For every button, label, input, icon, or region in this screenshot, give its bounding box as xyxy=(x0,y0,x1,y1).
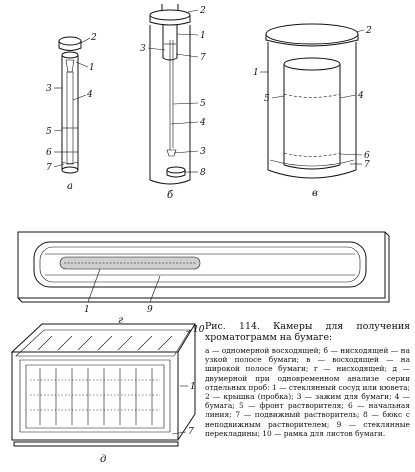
b-num-5: 4 xyxy=(199,118,206,128)
b-clamp xyxy=(166,149,177,157)
a-num-2: 3 xyxy=(46,84,52,94)
b-num-7: 8 xyxy=(200,168,206,178)
v-num-1: 1 xyxy=(253,68,259,78)
chamber-v: 2 1 5 4 6 7 в xyxy=(253,23,372,199)
g-glass-bars xyxy=(45,253,355,276)
b-letter: б xyxy=(167,190,174,201)
a-stopper-top xyxy=(58,36,82,46)
v-start-line xyxy=(283,152,341,157)
v-solvent-front xyxy=(283,93,341,98)
g-leaders xyxy=(87,268,161,303)
b-lid-side xyxy=(149,15,191,26)
a-leaders xyxy=(53,37,91,168)
a-num-1: 1 xyxy=(89,63,95,73)
v-jar xyxy=(267,42,357,170)
a-cylinder xyxy=(61,55,79,170)
caption-figure-number: Рис. 114. xyxy=(205,321,260,332)
d-paper-sheets xyxy=(30,335,173,425)
g-tray-edge xyxy=(17,231,390,303)
b-num-6: 3 xyxy=(200,147,206,157)
chamber-b: 2 1 3 7 5 4 3 8 б xyxy=(140,4,206,201)
figure-caption: Рис. 114. Камеры для получения хроматогр… xyxy=(205,321,410,438)
a-num-0: 2 xyxy=(90,33,97,43)
d-frame-inner xyxy=(25,364,165,429)
caption-body: а — одномерной восходящей; б — нисходяще… xyxy=(205,346,410,438)
chamber-g: 1 9 г xyxy=(17,231,390,326)
caption-title: Рис. 114. Камеры для получения хроматогр… xyxy=(205,321,410,343)
d-box-top xyxy=(10,323,196,353)
b-num-4: 5 xyxy=(200,99,206,109)
d-base xyxy=(13,441,179,447)
b-num-3: 7 xyxy=(200,53,206,63)
a-stopper xyxy=(58,41,82,51)
v-num-0: 2 xyxy=(365,26,372,36)
d-box-side xyxy=(177,324,196,441)
v-num-2: 5 xyxy=(264,94,270,104)
a-solvent-level xyxy=(61,161,79,164)
b-num-0: 2 xyxy=(199,6,206,16)
b-lid-pegs xyxy=(161,4,179,11)
a-paper-strip xyxy=(66,71,74,165)
b-leaders xyxy=(147,9,199,173)
d-box-front xyxy=(11,352,179,441)
a-cylinder-rim xyxy=(61,51,79,59)
b-lid xyxy=(149,9,191,21)
v-solvent-level xyxy=(269,159,355,167)
v-num-5: 7 xyxy=(364,160,370,170)
v-paper-cylinder xyxy=(283,64,341,165)
chamber-a: 2 1 3 4 5 6 7 а xyxy=(46,33,97,192)
d-frame-front xyxy=(19,359,171,433)
a-num-4: 5 xyxy=(46,127,52,137)
g-num-0: 1 xyxy=(84,305,90,315)
g-num-1: 9 xyxy=(147,305,153,315)
b-cylinder-base xyxy=(149,179,191,185)
a-num-5: 6 xyxy=(46,148,52,158)
d-num-0: 10 xyxy=(193,325,205,335)
v-num-3: 4 xyxy=(357,91,364,101)
g-tray-outer xyxy=(17,231,386,299)
v-paper-top xyxy=(283,57,341,71)
v-letter: в xyxy=(312,188,318,199)
d-num-2: 7 xyxy=(188,427,194,437)
v-jar-base xyxy=(267,169,357,179)
g-letter: г xyxy=(118,315,123,326)
b-num-1: 1 xyxy=(200,31,206,41)
a-num-3: 4 xyxy=(86,90,93,100)
a-cylinder-base xyxy=(61,166,79,174)
v-num-4: 6 xyxy=(364,151,370,161)
d-leaders xyxy=(171,329,193,435)
chamber-d: 10 1 7 д xyxy=(10,323,205,465)
b-cylinder xyxy=(149,25,191,180)
g-trough-outer xyxy=(33,241,367,288)
a-num-6: 7 xyxy=(46,163,52,173)
b-weighing-bottle xyxy=(166,166,186,174)
d-num-1: 1 xyxy=(190,382,196,392)
b-weighing-bottle-side xyxy=(166,170,186,178)
a-clamp xyxy=(65,59,75,73)
v-lid xyxy=(265,23,359,45)
d-letter: д xyxy=(100,454,106,465)
v-lid-side xyxy=(265,34,359,47)
b-num-2: 3 xyxy=(140,44,146,54)
b-paper-strip xyxy=(169,40,174,150)
v-paper-bottom xyxy=(283,164,341,170)
caption-title-text: Камеры для получения хроматограмм на бум… xyxy=(205,321,410,343)
g-paper xyxy=(59,256,201,270)
d-frame-top xyxy=(15,329,191,357)
v-leaders xyxy=(260,29,365,165)
g-trough-inner xyxy=(39,246,361,283)
a-letter: а xyxy=(67,181,73,192)
